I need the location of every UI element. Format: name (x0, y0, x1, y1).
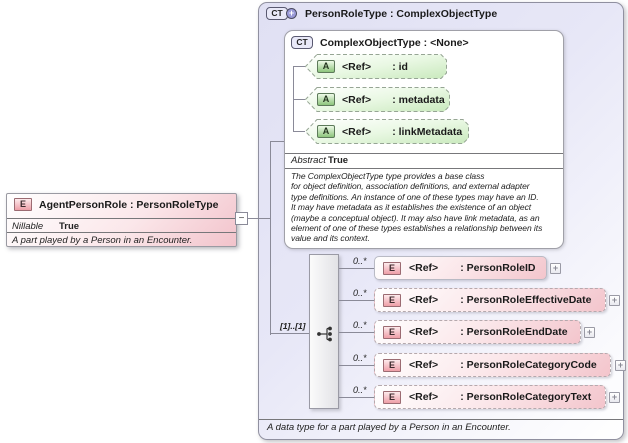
tree-line (293, 66, 305, 67)
attribute-icon: A (317, 60, 335, 73)
sequence-icon (317, 326, 332, 342)
type-annotation: A data type for a part played by a Perso… (267, 422, 511, 433)
element-box-agentpersonrole[interactable]: E AgentPersonRole : PersonRoleType Nilla… (6, 193, 237, 247)
attribute-ref: <Ref> (342, 125, 372, 138)
element-icon: E (383, 261, 401, 275)
occurs-label: 0..* (353, 385, 367, 395)
expand-button[interactable]: + (584, 327, 595, 338)
tree-line (339, 268, 374, 269)
element-ref: <Ref> (409, 294, 439, 306)
element-row-personrolecategorytext[interactable]: E <Ref> : PersonRoleCategoryText (374, 385, 606, 409)
element-icon: E (383, 325, 401, 339)
element-box-title: AgentPersonRole : PersonRoleType (39, 198, 219, 211)
element-ref: <Ref> (409, 326, 439, 338)
plus-badge-icon: + (286, 8, 297, 19)
abstract-property-row: Abstract True (291, 155, 348, 166)
attribute-name: : id (392, 60, 408, 73)
expand-button[interactable]: + (609, 392, 620, 403)
separator-line (285, 153, 563, 154)
base-type-box-complexobjecttype: CT ComplexObjectType : <None> A <Ref> : … (284, 30, 564, 249)
attribute-ref: <Ref> (342, 60, 372, 73)
element-box-header: E AgentPersonRole : PersonRoleType (14, 198, 219, 211)
tree-line (293, 131, 305, 132)
expand-button[interactable]: + (615, 360, 626, 371)
element-icon: E (383, 293, 401, 307)
complex-type-icon: CT (266, 7, 288, 20)
element-name: : PersonRoleEffectiveDate (460, 294, 592, 306)
base-type-documentation: The ComplexObjectType type provides a ba… (291, 171, 543, 244)
element-row-personrolecategorycode[interactable]: E <Ref> : PersonRoleCategoryCode (374, 353, 611, 377)
type-box-personroletype: CT + PersonRoleType : ComplexObjectType … (258, 2, 626, 440)
expand-button[interactable]: + (609, 295, 620, 306)
nillable-label: Nillable (12, 221, 44, 232)
type-box-title: PersonRoleType : ComplexObjectType (305, 7, 498, 20)
attribute-ref: <Ref> (342, 93, 372, 106)
element-name: : PersonRoleCategoryCode (460, 359, 597, 371)
attribute-name: : metadata (392, 93, 445, 106)
nillable-property-row: Nillable True (12, 221, 79, 232)
separator-line (259, 419, 623, 420)
complex-type-icon: CT (291, 36, 313, 49)
attribute-icon: A (317, 93, 335, 106)
attribute-row-id[interactable]: A <Ref> : id (305, 54, 447, 79)
tree-line (339, 300, 374, 301)
base-type-title: ComplexObjectType : <None> (320, 36, 469, 49)
element-row-personroleenddate[interactable]: E <Ref> : PersonRoleEndDate (374, 320, 581, 344)
attribute-icon: A (317, 125, 335, 138)
connector-line (248, 218, 270, 219)
element-row-personroleid[interactable]: E <Ref> : PersonRoleID (374, 256, 547, 280)
attribute-row-metadata[interactable]: A <Ref> : metadata (305, 87, 450, 112)
attribute-name: : linkMetadata (392, 125, 463, 138)
element-ref: <Ref> (409, 262, 439, 274)
tree-line (293, 99, 305, 100)
collapse-toggle[interactable]: − (235, 212, 248, 225)
element-icon: E (14, 198, 32, 211)
occurs-label: 0..* (353, 288, 367, 298)
element-name: : PersonRoleEndDate (460, 326, 568, 338)
tree-line (270, 333, 309, 334)
separator-line (285, 168, 563, 169)
attribute-row-linkmetadata[interactable]: A <Ref> : linkMetadata (305, 119, 469, 144)
element-row-personroleeffectivedate[interactable]: E <Ref> : PersonRoleEffectiveDate (374, 288, 606, 312)
complex-type-plus-icon: CT + (266, 7, 298, 20)
element-ref: <Ref> (409, 359, 439, 371)
compositor-cardinality: [1]..[1] (280, 321, 306, 331)
tree-line (270, 141, 284, 142)
element-icon: E (383, 358, 401, 372)
element-annotation: A part played by a Person in an Encounte… (12, 235, 193, 246)
separator-line (7, 218, 236, 219)
element-ref: <Ref> (409, 391, 439, 403)
occurs-label: 0..* (353, 320, 367, 330)
tree-line (270, 141, 271, 335)
nillable-value: True (59, 221, 80, 232)
element-name: : PersonRoleID (460, 262, 536, 274)
element-name: : PersonRoleCategoryText (460, 391, 592, 403)
element-icon: E (383, 390, 401, 404)
abstract-label: Abstract (291, 155, 326, 166)
tree-line (339, 397, 374, 398)
occurs-label: 0..* (353, 256, 367, 266)
sequence-compositor[interactable] (309, 254, 339, 409)
tree-line (339, 365, 374, 366)
occurs-label: 0..* (353, 353, 367, 363)
separator-line (7, 232, 236, 233)
tree-line (339, 332, 374, 333)
base-type-header: CT ComplexObjectType : <None> (291, 36, 469, 49)
abstract-value: True (328, 155, 349, 166)
type-box-header: CT + PersonRoleType : ComplexObjectType (266, 7, 497, 20)
expand-button[interactable]: + (550, 263, 561, 274)
